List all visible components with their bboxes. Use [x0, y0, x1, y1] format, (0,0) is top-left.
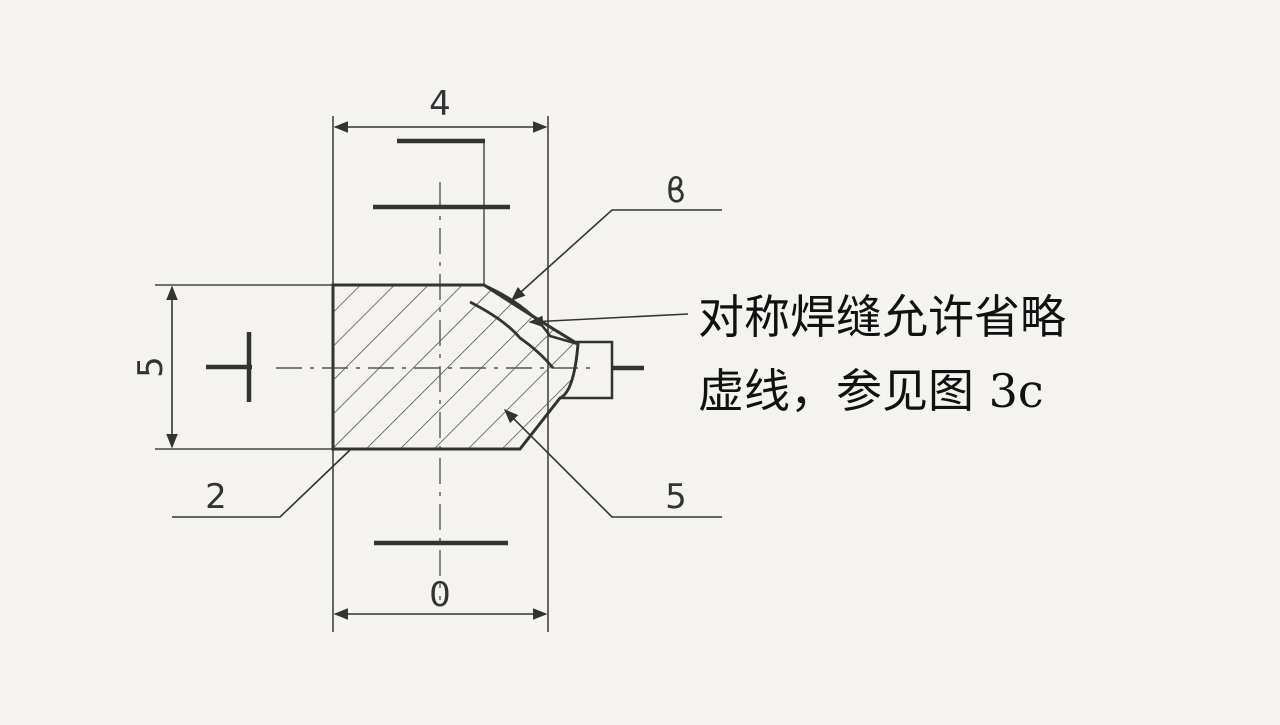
weld-bead — [483, 283, 579, 346]
leader-line-note — [528, 313, 689, 328]
weld-groove-curve — [469, 300, 555, 369]
dimension-label-bottom: 0 — [429, 575, 451, 615]
section-hatched-body — [331, 283, 580, 451]
dimension-label-top: 4 — [429, 84, 451, 124]
callout-label-lower-right: 5 — [665, 477, 687, 517]
dimension-label-left: 5 — [131, 356, 171, 378]
note-text-line-2: 虚线，参见图 3c — [698, 364, 1044, 418]
leader-line-lower-right — [503, 408, 722, 518]
leader-line-upper-right — [510, 209, 722, 301]
callout-label-lower-left: 2 — [205, 477, 227, 517]
callout-label-upper-right: ϐ — [666, 171, 687, 211]
leader-line-lower-left — [172, 449, 351, 518]
note-text-line-1: 对称焊缝允许省略 — [698, 290, 1066, 344]
